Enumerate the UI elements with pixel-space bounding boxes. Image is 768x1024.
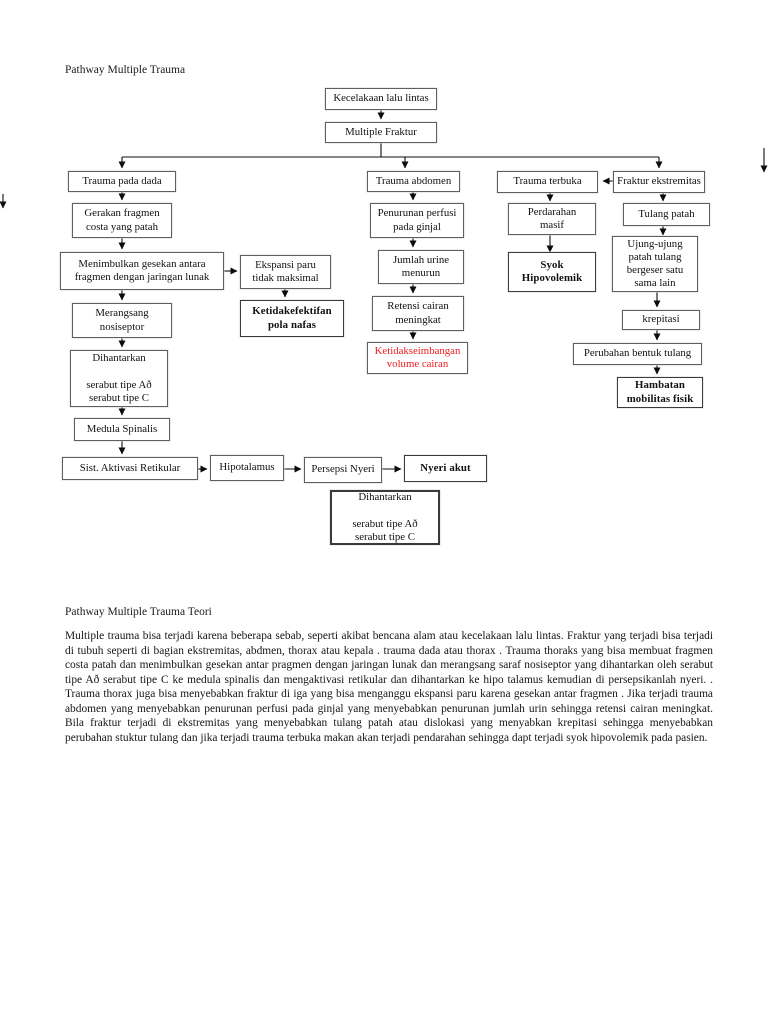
node-trauma-terbuka: Trauma terbuka [497, 171, 598, 193]
node-nyeri-akut: Nyeri akut [404, 455, 487, 482]
node-trauma-abdomen: Trauma abdomen [367, 171, 460, 192]
node-perdarahan-masif: Perdarahan masif [508, 203, 596, 235]
node-ketidakefektifan-pola-nafas: Ketidakefektifan pola nafas [240, 300, 344, 337]
node-multiple-fraktur: Multiple Fraktur [325, 122, 437, 143]
page-title: Pathway Multiple Trauma [65, 64, 186, 76]
node-ketidakseimbangan-volume-cairan: Ketidakseimbangan volume cairan [367, 342, 468, 374]
node-perubahan-bentuk-tulang: Perubahan bentuk tulang [573, 343, 702, 365]
teori-paragraph: Multiple trauma bisa terjadi karena bebe… [65, 630, 713, 744]
node-medula-spinalis: Medula Spinalis [74, 418, 170, 441]
node-jumlah-urine-menurun: Jumlah urine menurun [378, 250, 464, 284]
node-penurunan-perfusi: Penurunan perfusi pada ginjal [370, 203, 464, 238]
node-gerakan-fragmen: Gerakan fragmen costa yang patah [72, 203, 172, 238]
node-dihantarkan-serabut-2: Dihantarkan serabut tipe Að serabut tipe… [330, 490, 440, 545]
node-krepitasi: krepitasi [622, 310, 700, 330]
node-ujung-ujung-patah-tulang: Ujung-ujung patah tulang bergeser satu s… [612, 236, 698, 292]
node-sist-aktivasi-retikular: Sist. Aktivasi Retikular [62, 457, 198, 480]
node-retensi-cairan: Retensi cairan meningkat [372, 296, 464, 331]
node-dihantarkan-serabut-1: Dihantarkan serabut tipe Að serabut tipe… [70, 350, 168, 407]
node-fraktur-ekstremitas: Fraktur ekstremitas [613, 171, 705, 193]
node-ekspansi-paru: Ekspansi paru tidak maksimal [240, 255, 331, 289]
teori-heading: Pathway Multiple Trauma Teori [65, 606, 212, 618]
node-trauma-pada-dada: Trauma pada dada [68, 171, 176, 192]
node-hambatan-mobilitas-fisik: Hambatan mobilitas fisik [617, 377, 703, 408]
node-syok-hipovolemik: Syok Hipovolemik [508, 252, 596, 292]
node-merangsang-nosiseptor: Merangsang nosiseptor [72, 303, 172, 338]
node-persepsi-nyeri: Persepsi Nyeri [304, 457, 382, 483]
node-hipotalamus: Hipotalamus [210, 455, 284, 481]
node-tulang-patah: Tulang patah [623, 203, 710, 226]
node-menimbulkan-gesekan: Menimbulkan gesekan antara fragmen denga… [60, 252, 224, 290]
node-kecelakaan-lalu-lintas: Kecelakaan lalu lintas [325, 88, 437, 110]
